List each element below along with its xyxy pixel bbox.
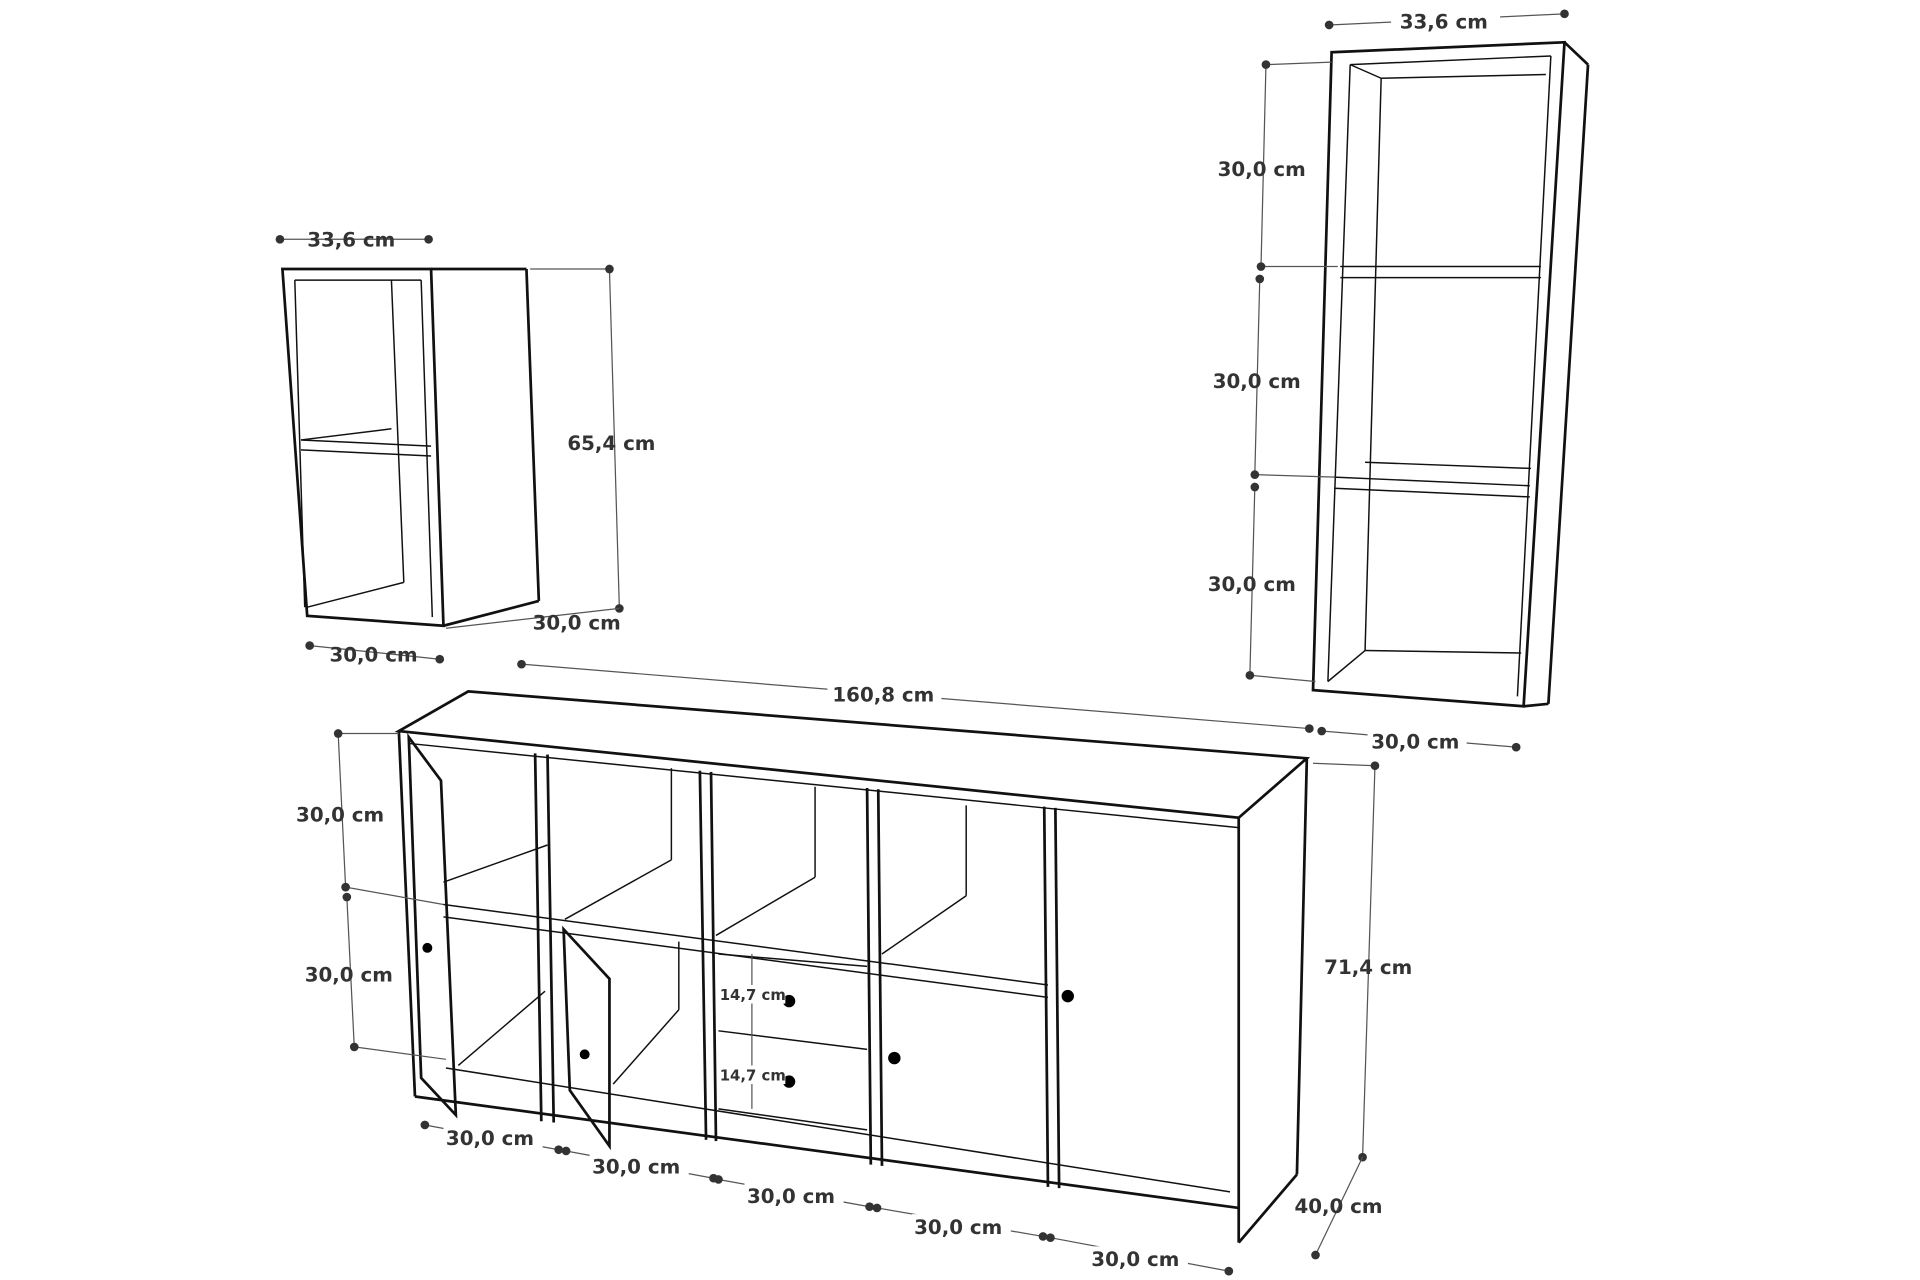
left-depth-label: 30,0 cm [533,611,621,634]
right-depth-label: 30,0 cm [1371,730,1459,753]
right-wall-cabinet: 33,6 cm 30,0 cm 30,0 cm 30,0 cm 30,0 cm [1208,6,1590,753]
left-width-label: 33,6 cm [307,229,395,252]
main-total-height-label: 71,4 cm [1324,956,1412,979]
main-sideboard: 160,8 cm 30,0 cm 30,0 cm 71,4 cm 40,0 cm… [296,659,1412,1276]
drawer-1-height-label: 14,7 cm [720,986,786,1004]
drawer-2-height-label: 14,7 cm [720,1066,786,1084]
left-height-label: 65,4 cm [567,432,655,455]
compartment-2-width-label: 30,0 cm [592,1155,680,1178]
main-depth-label: 40,0 cm [1294,1195,1382,1218]
main-upper-height-label: 30,0 cm [296,803,384,826]
main-lower-height-label: 30,0 cm [305,963,393,986]
compartment-3-width-label: 30,0 cm [747,1185,835,1208]
compartment-1-width-label: 30,0 cm [446,1127,534,1150]
right-section-1-label: 30,0 cm [1218,158,1306,181]
right-width-label: 33,6 cm [1400,11,1488,34]
main-total-width-label: 160,8 cm [832,683,934,706]
right-section-2-label: 30,0 cm [1213,370,1301,393]
left-wall-cabinet: 33,6 cm 65,4 cm 30,0 cm 30,0 cm [275,229,655,667]
compartment-4-width-label: 30,0 cm [914,1216,1002,1239]
right-section-3-label: 30,0 cm [1208,573,1296,596]
left-front-width-label: 30,0 cm [329,644,417,667]
compartment-5-width-label: 30,0 cm [1091,1248,1179,1271]
